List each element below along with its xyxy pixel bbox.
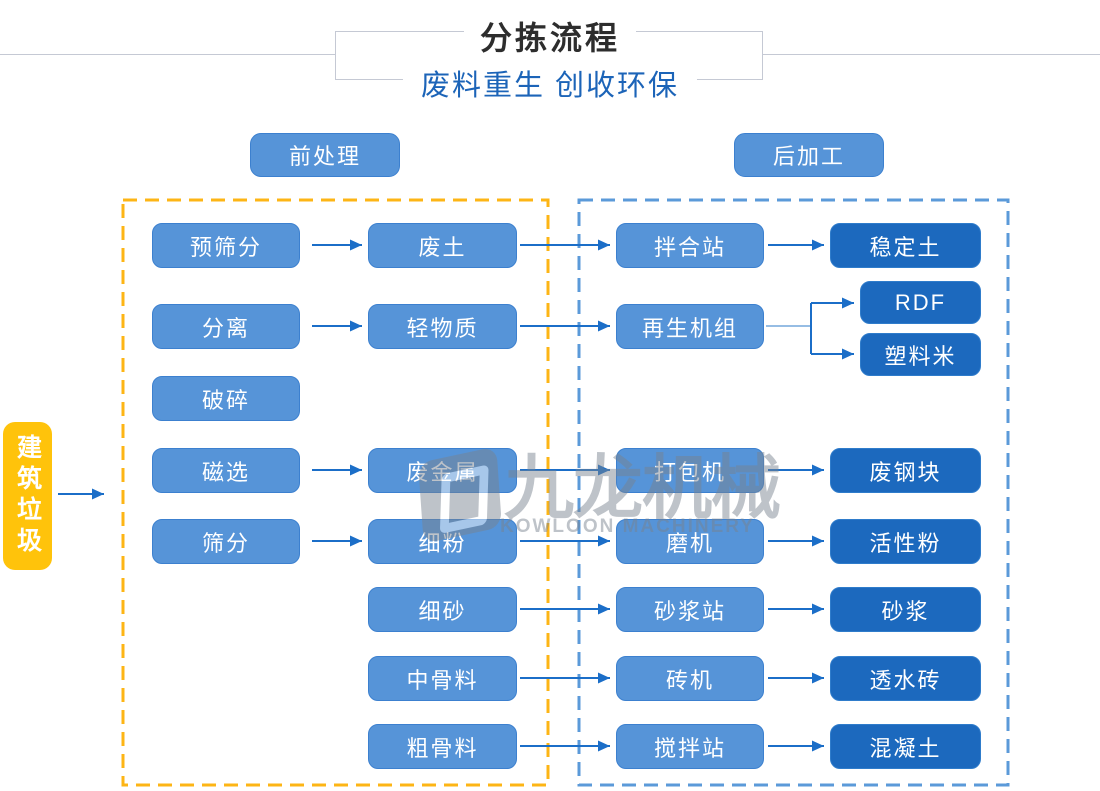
node-permeable-brick: 透水砖 — [830, 656, 981, 701]
page-subtitle: 废料重生 创收环保 — [402, 62, 698, 104]
node-plastic-pellets: 塑料米 — [860, 333, 981, 376]
pretreatment-region-border — [121, 198, 550, 787]
section-label-pretreatment: 前处理 — [250, 133, 400, 177]
node-separation: 分离 — [152, 304, 300, 349]
node-mixing-plant: 拌合站 — [616, 223, 764, 268]
node-scrap-steel: 废钢块 — [830, 448, 981, 493]
node-waste-soil: 废土 — [368, 223, 517, 268]
node-scrap-metal: 废金属 — [368, 448, 517, 493]
flow-arrows — [58, 239, 824, 752]
regen-unit-branch — [766, 297, 854, 360]
node-brick-machine: 砖机 — [616, 656, 764, 701]
node-baler: 打包机 — [616, 448, 764, 493]
node-concrete-station: 搅拌站 — [616, 724, 764, 769]
node-screening: 筛分 — [152, 519, 300, 564]
node-coarse-aggregate: 粗骨料 — [368, 724, 517, 769]
node-mortar: 砂浆 — [830, 587, 981, 632]
node-pre-screening: 预筛分 — [152, 223, 300, 268]
node-magnetic-sort: 磁选 — [152, 448, 300, 493]
node-active-powder: 活性粉 — [830, 519, 981, 564]
section-label-postprocessing: 后加工 — [734, 133, 884, 177]
node-rdf: RDF — [860, 281, 981, 324]
node-stabilized-soil: 稳定土 — [830, 223, 981, 268]
node-mill: 磨机 — [616, 519, 764, 564]
node-regen-unit: 再生机组 — [616, 304, 764, 349]
node-concrete: 混凝土 — [830, 724, 981, 769]
node-fine-sand: 细砂 — [368, 587, 517, 632]
node-fine-powder: 细粉 — [368, 519, 517, 564]
node-mortar-station: 砂浆站 — [616, 587, 764, 632]
node-light-material: 轻物质 — [368, 304, 517, 349]
page-title: 分拣流程 — [463, 13, 637, 59]
node-crushing: 破碎 — [152, 376, 300, 421]
node-construction-waste: 建筑垃圾 — [3, 422, 52, 570]
node-medium-aggregate: 中骨料 — [368, 656, 517, 701]
